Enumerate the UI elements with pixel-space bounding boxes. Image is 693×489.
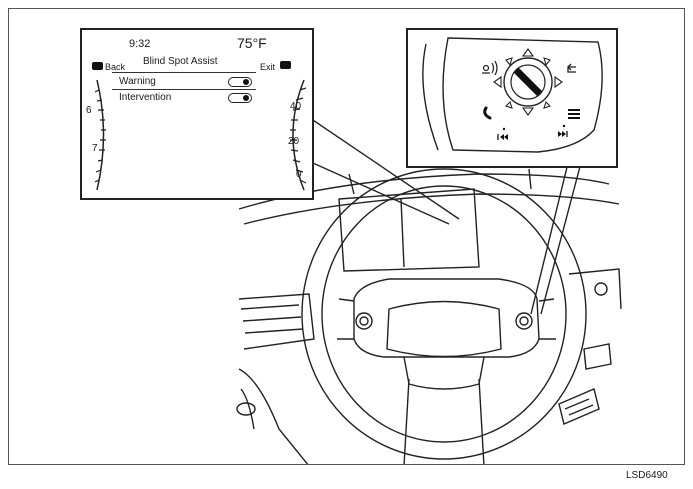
- menu-item-warning[interactable]: Warning: [119, 76, 156, 87]
- gauge-right-label: 40: [290, 101, 302, 112]
- voice-icon: [482, 60, 498, 76]
- exit-icon[interactable]: [280, 61, 291, 69]
- outside-temperature: 75°F: [237, 35, 267, 51]
- steering-switch-drawing: [422, 37, 603, 153]
- steering-wheel-illustration: [236, 113, 622, 464]
- menu-title: Blind Spot Assist: [143, 56, 218, 67]
- menu-item-intervention[interactable]: Intervention: [119, 92, 172, 103]
- figure-code: LSD6490: [626, 470, 668, 481]
- gauge-left-label: 6: [86, 105, 92, 116]
- gauge-right-label: 0: [296, 169, 302, 180]
- gauge-right-label: 20: [288, 136, 300, 147]
- gauge-left-label: 7: [92, 143, 98, 154]
- menu-divider: [112, 72, 256, 73]
- down-arrow-icon: [521, 107, 535, 116]
- warning-toggle[interactable]: [228, 77, 252, 87]
- menu-list-icon: [568, 109, 580, 119]
- exit-button[interactable]: Exit: [260, 62, 276, 72]
- phone-icon: [483, 106, 492, 120]
- back-button[interactable]: Back: [105, 62, 126, 72]
- skip-back-icon: [498, 127, 508, 140]
- gauge-arcs: [94, 79, 307, 191]
- illustration-frame: 9:32 75°F Back Blind Spot Assist Exit Wa…: [8, 8, 685, 465]
- right-arrow-icon: [554, 75, 563, 89]
- clock-time: 9:32: [129, 38, 151, 50]
- return-icon: [567, 63, 576, 73]
- skip-forward-icon: [558, 124, 566, 137]
- menu-divider: [112, 89, 256, 90]
- back-icon[interactable]: [92, 62, 103, 70]
- intervention-toggle[interactable]: [228, 93, 252, 103]
- steering-switch-callout: [406, 28, 618, 168]
- selector-dial-icon: [503, 57, 553, 107]
- up-arrow-icon: [521, 48, 535, 57]
- left-arrow-icon: [493, 75, 502, 89]
- display-screen-callout: 9:32 75°F Back Blind Spot Assist Exit Wa…: [80, 28, 314, 200]
